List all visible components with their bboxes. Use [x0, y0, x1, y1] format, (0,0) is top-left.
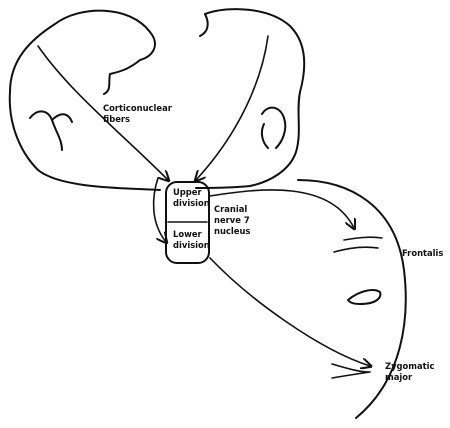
- upper-division-label-line2: division: [173, 198, 210, 208]
- lower-division-label-line1: Lower: [173, 229, 203, 239]
- lower-division-pathway: [209, 257, 370, 366]
- zygomatic-major-label-line1: Zygomatic: [385, 361, 435, 371]
- left-hemisphere-inner: [103, 31, 156, 95]
- corticonuclear-fibers-label-line1: Corticonuclear: [103, 103, 173, 113]
- right-lateral-ventricle: [260, 106, 287, 149]
- upper-division-pathway: [209, 189, 354, 228]
- cranial-nerve-7-nucleus: [165, 181, 210, 264]
- frontalis-brow-upper: [343, 236, 383, 241]
- cranial-nerve-7-nucleus-label-line1: Cranial: [214, 204, 247, 214]
- face-profile-outline: [297, 179, 407, 419]
- left-hemisphere-outline: [8, 9, 161, 191]
- zygomatic-major-label-line2: major: [385, 372, 413, 382]
- upper-division-label-line1: Upper: [173, 187, 202, 197]
- corticonuclear-fiber-right: [196, 35, 269, 180]
- right-hemisphere-outline: [195, 8, 306, 189]
- mouth: [331, 363, 371, 379]
- right-hemisphere-inner: [199, 13, 209, 37]
- corticonuclear-fibers-label-line2: fibers: [103, 114, 130, 124]
- left-lateral-ventricle: [29, 110, 73, 151]
- cranial-nerve-7-nucleus-label-line3: nucleus: [214, 226, 250, 236]
- corticonuclear-fiber-crossing: [152, 177, 166, 242]
- frontalis-brow-lower: [333, 246, 379, 253]
- lower-division-label-line2: division: [173, 240, 210, 250]
- corticonuclear-fiber-left: [37, 45, 168, 180]
- cranial-nerve-7-nucleus-label-line2: nerve 7: [214, 215, 250, 225]
- frontalis-label: Frontalis: [402, 248, 443, 258]
- eye: [347, 289, 382, 305]
